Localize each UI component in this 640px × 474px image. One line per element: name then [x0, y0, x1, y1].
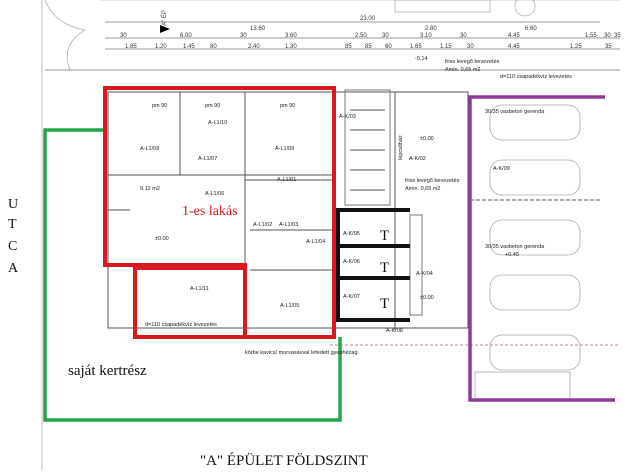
dim: 85: [365, 44, 372, 50]
level-mark: ±0.00: [420, 295, 434, 301]
room-label: A-L1/01: [277, 177, 296, 183]
dim: 3.10: [420, 33, 432, 39]
room-label: A-L1/06: [205, 191, 224, 197]
street-letter: U: [8, 197, 18, 212]
room-label: A-K/02: [409, 156, 426, 162]
room-label: A-L1/03: [279, 222, 298, 228]
apartment-label: 1-es lakás: [182, 204, 238, 219]
dim: 60: [385, 44, 392, 50]
dim: 30: [240, 33, 247, 39]
dim: 85: [345, 44, 352, 50]
dimension-lines: [45, 21, 620, 71]
dim: 4.45: [508, 33, 520, 39]
dim: 30: [460, 33, 467, 39]
plan-title: "A" ÉPÜLET FÖLDSZINT: [200, 452, 368, 469]
room-label: A-K/03: [339, 114, 356, 120]
section-mark: "A" ÉP: [161, 10, 168, 28]
dim-13-60: 13.60: [250, 26, 266, 32]
dim: 35: [605, 44, 612, 50]
beam-note: 30/35 vasbeton gerenda: [485, 109, 545, 115]
room-label: A-K/09: [493, 166, 510, 172]
room-label: A-L1/02: [253, 222, 272, 228]
dim-23-00: 23.00: [360, 16, 376, 22]
room-label: A-K/07: [343, 294, 360, 300]
beam-note-2: 30/35 vasbeton gerenda: [485, 244, 545, 250]
dim: 1.15: [440, 44, 452, 50]
room-label: A-K/08: [386, 328, 403, 334]
fresh-air-note: friss levegő bevezetés: [445, 59, 500, 65]
stair-label: lépcsőház: [398, 135, 404, 160]
dim-6-60: 6.60: [525, 26, 537, 32]
room-label: A-L1/09: [275, 146, 294, 152]
car-icons: [489, 104, 581, 371]
dim: 35: [614, 33, 621, 39]
dim-2-80: 2.80: [425, 26, 437, 32]
storage-mark: T: [380, 228, 389, 244]
room-label: A-L1/10: [208, 120, 227, 126]
dim: 2.50: [355, 33, 367, 39]
room-label: A-K/06: [343, 259, 360, 265]
dim: 1.85: [125, 44, 137, 50]
room-label: A-L1/07: [198, 156, 217, 162]
dim: 1.45: [183, 44, 195, 50]
storage-mark: T: [380, 260, 389, 276]
drain-note: körbe kavics/ murvasávval lefedett gyeph…: [245, 350, 358, 356]
storage-mark: T: [380, 296, 389, 312]
dim: 1.55: [585, 33, 597, 39]
area-label: 9.12 m2: [140, 186, 160, 192]
dim: 80: [210, 44, 217, 50]
garden-label: saját kertrész: [68, 363, 147, 379]
window-label: pm 90: [152, 103, 167, 109]
room-label: A-L1/11: [190, 286, 209, 292]
street-letter: C: [8, 239, 17, 254]
storage-outline: [336, 208, 410, 322]
annotations: friss levegő bevezetés Amin. 0,65 m2 fri…: [140, 56, 572, 356]
fresh-air-area-2: Amin. 0,65 m2: [405, 186, 440, 192]
room-label: A-L1/05: [280, 303, 299, 309]
window-label: pm 90: [205, 103, 220, 109]
level-minus: -0.14: [415, 56, 428, 62]
dim: 3.60: [285, 33, 297, 39]
dim: 6.00: [180, 33, 192, 39]
dim: 30: [120, 33, 127, 39]
dim: 30: [467, 44, 474, 50]
room-label: A-L1/04: [306, 239, 325, 245]
section-arrow-icon: [160, 25, 170, 33]
street-letter: T: [8, 217, 17, 232]
street-letter: A: [8, 261, 19, 276]
dim: 4.45: [508, 44, 520, 50]
site-lines: [41, 0, 620, 470]
garden-outline: [43, 128, 342, 422]
fresh-air-note-2: friss levegő bevezetés: [405, 178, 460, 184]
level-mark-3: ±0.00: [420, 136, 434, 142]
room-label: A-K/05: [343, 231, 360, 237]
room-label: A-L1/08: [140, 146, 159, 152]
dim: 1.20: [155, 44, 167, 50]
dim: 2.40: [248, 44, 260, 50]
dim: 1.25: [570, 44, 582, 50]
apartment-terrace-outline: [133, 266, 247, 339]
dim: 1.65: [410, 44, 422, 50]
dim: 30: [382, 33, 389, 39]
hatched-slab: [474, 371, 571, 401]
dim: 1.30: [285, 44, 297, 50]
room-labels: A-L1/08 A-L1/10 A-L1/09 A-L1/07 A-L1/06 …: [140, 114, 510, 334]
fresh-air-area: Amin. 0,65 m2: [445, 67, 480, 73]
walls: [107, 89, 620, 346]
parking-outline: [468, 95, 615, 402]
gutter-note-2: d=110 csapadékvíz levezetés: [145, 322, 217, 328]
level-mark-2: ±0.00: [155, 236, 169, 242]
gutter-note: d=110 csapadékvíz levezetés: [500, 74, 572, 80]
dim: 30: [604, 33, 611, 39]
room-label: A-K/04: [416, 271, 433, 277]
level-plus: +0.45: [505, 252, 519, 258]
window-label: pm 90: [280, 103, 295, 109]
